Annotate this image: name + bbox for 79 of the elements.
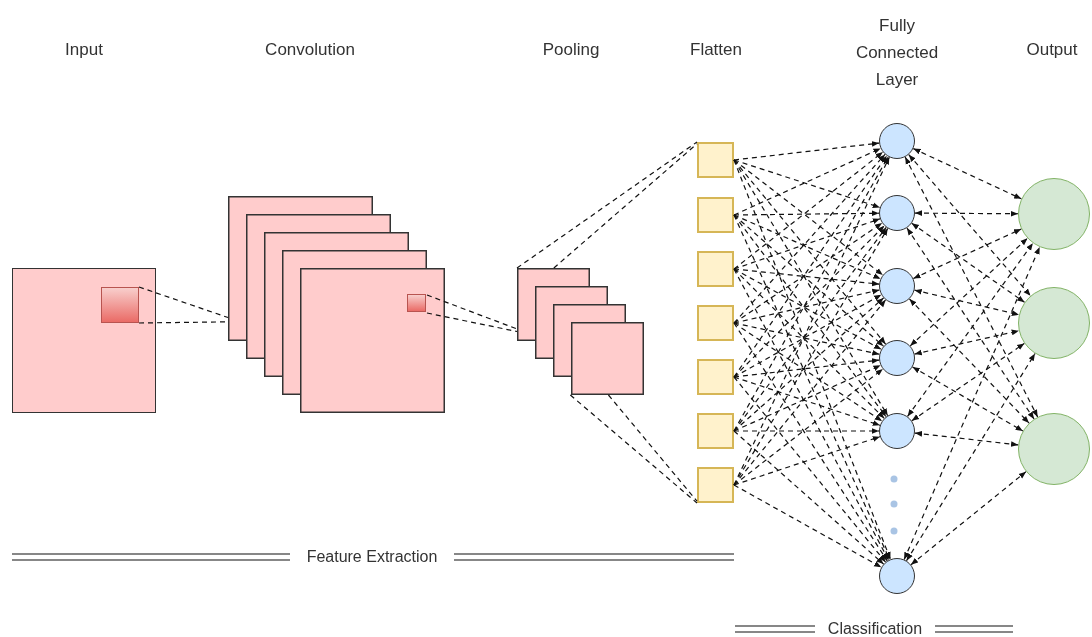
dashed-line (607, 394, 698, 502)
dashed-line (426, 294, 518, 330)
dashed-arrow (733, 428, 880, 434)
dashed-arrow (911, 222, 1026, 303)
dashed-arrow (904, 156, 1039, 418)
dashed-arrow (733, 322, 883, 422)
dashed-arrow (733, 294, 882, 378)
dashed-arrow (912, 228, 1022, 280)
neuron-circle (879, 195, 915, 231)
section-label: Classification (826, 619, 924, 637)
dashed-arrow (910, 471, 1027, 566)
feature-map-stack (517, 268, 644, 395)
dashed-arrow (733, 210, 880, 217)
dashed-arrow (733, 288, 881, 324)
dashed-arrow (733, 159, 881, 209)
flatten-unit-box (697, 413, 734, 449)
neuron-circle (879, 123, 915, 159)
dashed-arrow (733, 155, 888, 378)
column-heading: Input (64, 39, 104, 61)
dashed-arrow (733, 430, 885, 565)
dashed-arrow (733, 484, 882, 568)
dashed-arrow (733, 436, 881, 486)
column-heading: Pooling (541, 39, 601, 61)
column-heading: Output (1025, 39, 1079, 61)
dashed-arrow (733, 218, 881, 270)
kernel-patch (100, 286, 139, 323)
dashed-arrow (733, 141, 880, 161)
dashed-arrow (733, 268, 880, 287)
dashed-arrow (903, 246, 1041, 561)
flatten-unit-box (697, 197, 734, 233)
dashed-arrow (733, 376, 881, 426)
dashed-line (553, 143, 698, 269)
dashed-arrow (733, 214, 885, 347)
dashed-arrow (733, 268, 885, 419)
dashed-arrow (911, 366, 1024, 432)
dashed-arrow (733, 297, 885, 432)
dashed-arrow (911, 342, 1025, 422)
column-heading: Flatten (689, 39, 743, 61)
dashed-arrow (733, 268, 882, 350)
dashed-arrow (913, 289, 1020, 316)
dashed-arrow (905, 353, 1036, 562)
neuron-circle (879, 268, 915, 304)
dashed-arrow (733, 268, 890, 561)
dashed-line (516, 141, 698, 269)
dashed-arrow (908, 298, 1030, 424)
dashed-arrow (912, 148, 1022, 200)
feature-map-square (12, 268, 156, 413)
flatten-unit-box (697, 305, 734, 341)
flatten-unit-box (697, 251, 734, 287)
dashed-arrow (914, 210, 1019, 217)
dashed-arrow (909, 237, 1029, 347)
dashed-arrow (733, 368, 884, 486)
output-neuron-circle (1018, 287, 1090, 359)
dashed-arrow (908, 154, 1032, 297)
flatten-unit-box (697, 359, 734, 395)
column-heading: Convolution (264, 39, 356, 61)
dashed-arrow (733, 322, 880, 356)
dashed-arrow (733, 147, 882, 216)
dashed-arrow (733, 376, 887, 563)
feature-map-stack (228, 196, 445, 413)
dashed-line (569, 394, 698, 504)
dashed-arrow (733, 214, 882, 280)
dashed-line (426, 312, 518, 333)
column-heading: Fully Connected Layer (854, 15, 940, 91)
dashed-line (138, 286, 229, 319)
flatten-unit-box (697, 467, 734, 503)
dashed-arrow (914, 431, 1019, 447)
neuron-circle (879, 558, 915, 594)
flatten-unit-box (697, 142, 734, 178)
dashed-arrow (733, 222, 883, 324)
dashed-arrow (733, 322, 888, 562)
section-label: Feature Extraction (305, 547, 439, 567)
neuron-circle (879, 340, 915, 376)
dashed-arrow (733, 225, 885, 378)
dashed-arrow (733, 358, 880, 378)
dashed-arrow (733, 364, 882, 432)
dashed-arrow (913, 329, 1020, 356)
neuron-circle (879, 413, 915, 449)
dashed-arrow (733, 299, 887, 486)
